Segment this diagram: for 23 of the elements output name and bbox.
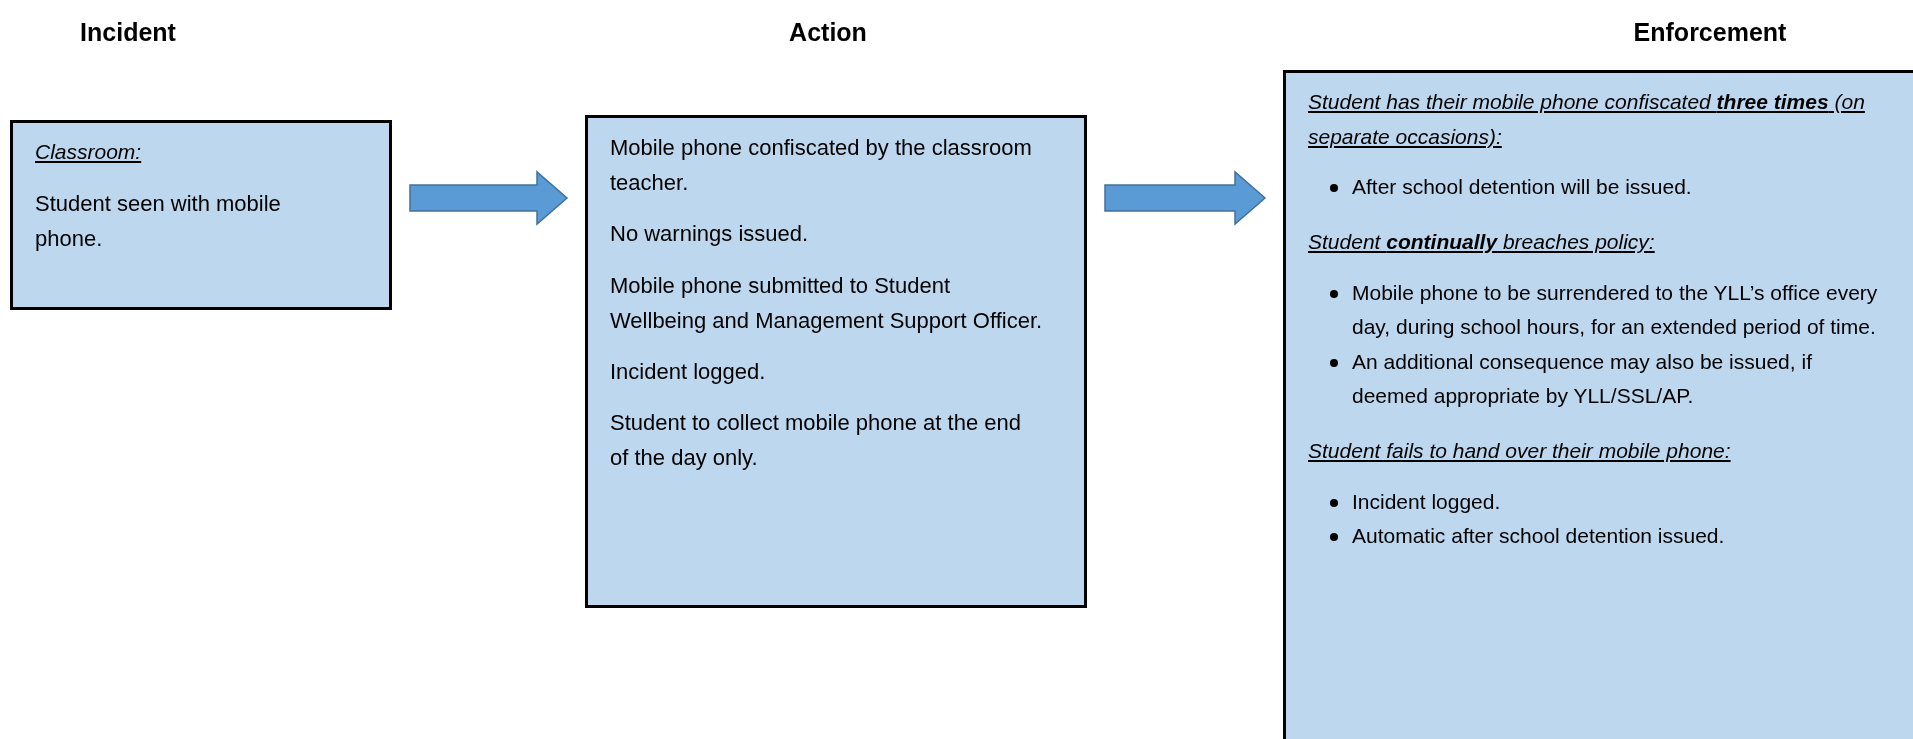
section-heading: Student fails to hand over their mobile phone: bbox=[1308, 438, 1732, 465]
text-box bbox=[10, 120, 392, 310]
bullet-item: After school detention will be issued. bbox=[1352, 174, 1693, 201]
body-text: Mobile phone confiscated by the classroom teacher. bbox=[610, 134, 1033, 198]
bullet-item: Mobile phone to be surrendered to the YLL’s office every day, during school hours, for an extended period of time. bbox=[1352, 279, 1879, 341]
bullet-item: Automatic after school detention issued. bbox=[1352, 523, 1726, 550]
body-text: Student seen with mobile phone. bbox=[35, 189, 282, 253]
text-box bbox=[585, 115, 1087, 608]
block-arrow bbox=[409, 170, 569, 226]
text-box bbox=[1283, 70, 1913, 739]
bullet-item: An additional consequence may also be issued, if deemed appropriate by YLL/SSL/AP. bbox=[1352, 348, 1813, 410]
section-heading: Classroom: bbox=[35, 139, 143, 165]
section-heading: Student has their mobile phone confiscated three times (on separate occasions): bbox=[1308, 89, 1866, 150]
section-heading: Student continually breaches policy: bbox=[1308, 228, 1656, 255]
body-text: Student to collect mobile phone at the end of the day only. bbox=[610, 409, 1022, 473]
body-text: Incident logged. bbox=[610, 357, 767, 386]
body-text: No warnings issued. bbox=[610, 220, 810, 249]
block-arrow bbox=[1104, 170, 1267, 226]
bullet-item: Incident logged. bbox=[1352, 488, 1502, 515]
column-heading: Action bbox=[789, 17, 867, 48]
body-text: Mobile phone submitted to Student Wellbeing and Management Support Officer. bbox=[610, 271, 1044, 335]
column-heading: Enforcement bbox=[1633, 17, 1787, 48]
column-heading: Incident bbox=[80, 17, 176, 48]
